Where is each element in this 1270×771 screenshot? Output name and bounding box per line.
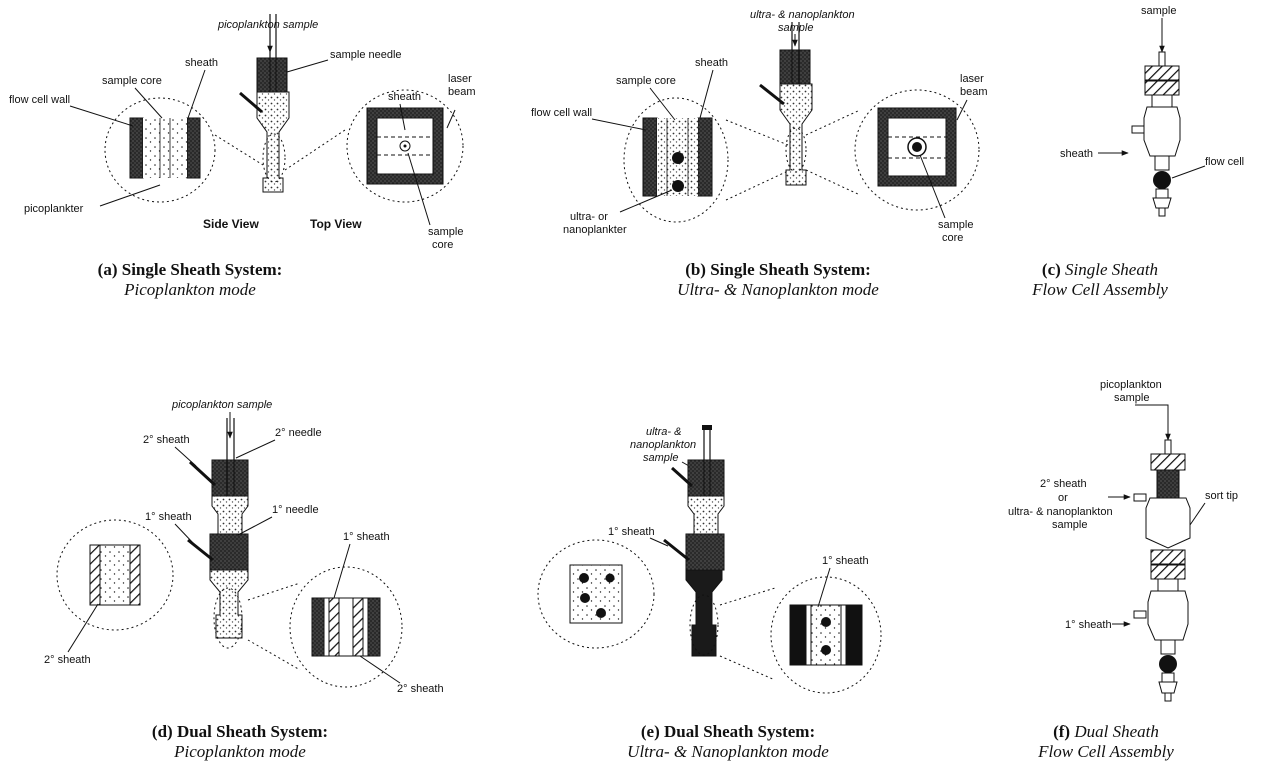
panel-c: sample sheath flow cell bbox=[1060, 5, 1244, 216]
panel-a: picoplankton sample sample needle sheath… bbox=[9, 14, 476, 251]
top-view-flow-cell-b bbox=[855, 90, 979, 210]
caption-e-subtitle: Ultra- & Nanoplankton mode bbox=[548, 742, 908, 762]
label-a-needle: sample needle bbox=[330, 49, 402, 61]
label-b-ultra-2: nanoplankter bbox=[563, 224, 627, 236]
label-a-beam: beam bbox=[448, 86, 476, 98]
caption-d-letter: (d) bbox=[152, 722, 173, 741]
caption-b: (b) Single Sheath System: Ultra- & Nanop… bbox=[598, 260, 958, 300]
label-d-sheath1: 1° sheath bbox=[145, 511, 192, 523]
label-e-sheath1-right: 1° sheath bbox=[822, 555, 869, 567]
caption-f-title: Dual Sheath bbox=[1074, 722, 1159, 741]
label-e-sample-1: ultra- & bbox=[646, 426, 681, 438]
caption-a-letter: (a) bbox=[98, 260, 118, 279]
label-b-sample-1: ultra- & nanoplankton bbox=[750, 9, 855, 21]
caption-a: (a) Single Sheath System: Picoplankton m… bbox=[10, 260, 370, 300]
label-f-sample-2: sample bbox=[1114, 392, 1149, 404]
label-d-needle2: 2° needle bbox=[275, 427, 322, 439]
label-d-sheath1-right: 1° sheath bbox=[343, 531, 390, 543]
label-b-laser: laser bbox=[960, 73, 984, 85]
label-a-side-view: Side View bbox=[203, 217, 259, 231]
label-d-sample: picoplankton sample bbox=[171, 399, 272, 411]
caption-f-letter: (f) bbox=[1053, 722, 1070, 741]
label-e-sheath1: 1° sheath bbox=[608, 526, 655, 538]
caption-c-letter: (c) bbox=[1042, 260, 1061, 279]
caption-a-subtitle: Picoplankton mode bbox=[10, 280, 370, 300]
label-a-picoplankter: picoplankter bbox=[24, 203, 84, 215]
caption-f-subtitle: Flow Cell Assembly bbox=[926, 742, 1270, 762]
label-b-core-2: core bbox=[942, 232, 963, 244]
label-a-sample-core: sample core bbox=[102, 75, 162, 87]
label-c-sheath: sheath bbox=[1060, 148, 1093, 160]
caption-e-letter: (e) bbox=[641, 722, 660, 741]
label-b-flow-cell-wall: flow cell wall bbox=[531, 107, 592, 119]
label-b-sample-2: sample bbox=[778, 22, 813, 34]
label-e-sample-3: sample bbox=[643, 452, 678, 464]
caption-c-subtitle: Flow Cell Assembly bbox=[920, 280, 1270, 300]
label-f-mid-4: sample bbox=[1052, 519, 1087, 531]
caption-c: (c) Single Sheath Flow Cell Assembly bbox=[920, 260, 1270, 300]
nozzle-assembly-a bbox=[240, 14, 289, 192]
label-f-sheath1: 1° sheath bbox=[1065, 619, 1112, 631]
label-b-beam: beam bbox=[960, 86, 988, 98]
top-view-flow-cell bbox=[347, 90, 463, 202]
caption-e-title: Dual Sheath System: bbox=[664, 722, 815, 741]
label-a-laser: laser bbox=[448, 73, 472, 85]
panel-b: ultra- & nanoplankton sample sheath samp… bbox=[531, 9, 988, 244]
caption-d: (d) Dual Sheath System: Picoplankton mod… bbox=[60, 722, 420, 762]
label-f-sort-tip: sort tip bbox=[1205, 490, 1238, 502]
label-a-sheath-top: sheath bbox=[388, 91, 421, 103]
label-a-sheath: sheath bbox=[185, 57, 218, 69]
label-d-sheath2-left: 2° sheath bbox=[44, 654, 91, 666]
label-c-sample: sample bbox=[1141, 5, 1176, 17]
side-view-flow-cell bbox=[105, 98, 215, 202]
caption-b-letter: (b) bbox=[685, 260, 706, 279]
panel-e: ultra- & nanoplankton sample 1° sheath bbox=[538, 425, 881, 693]
caption-d-title: Dual Sheath System: bbox=[177, 722, 328, 741]
label-b-ultra-1: ultra- or bbox=[570, 211, 608, 223]
label-d-sheath2-right: 2° sheath bbox=[397, 683, 444, 695]
label-f-mid-3: ultra- & nanoplankton bbox=[1008, 506, 1113, 518]
label-e-sample-2: nanoplankton bbox=[630, 439, 696, 451]
caption-c-title: Single Sheath bbox=[1065, 260, 1158, 279]
label-f-mid-2: or bbox=[1058, 492, 1068, 504]
caption-a-title: Single Sheath System: bbox=[122, 260, 283, 279]
caption-b-subtitle: Ultra- & Nanoplankton mode bbox=[598, 280, 958, 300]
panel-d: picoplankton sample 2° sheath 2° needle … bbox=[44, 399, 444, 695]
label-a-top-view: Top View bbox=[310, 217, 362, 231]
panel-f: picoplankton sample 2° sheath or ultra- … bbox=[1008, 379, 1238, 701]
label-f-sample-1: picoplankton bbox=[1100, 379, 1162, 391]
caption-f: (f) Dual Sheath Flow Cell Assembly bbox=[926, 722, 1270, 762]
label-b-core-1: sample bbox=[938, 219, 973, 231]
label-b-sample-core: sample core bbox=[616, 75, 676, 87]
label-a-sample-core-right: sample bbox=[428, 226, 463, 238]
caption-d-subtitle: Picoplankton mode bbox=[60, 742, 420, 762]
label-a-flow-cell-wall: flow cell wall bbox=[9, 94, 70, 106]
label-c-flow-cell: flow cell bbox=[1205, 156, 1244, 168]
caption-e: (e) Dual Sheath System: Ultra- & Nanopla… bbox=[548, 722, 908, 762]
label-d-needle1: 1° needle bbox=[272, 504, 319, 516]
label-b-sheath: sheath bbox=[695, 57, 728, 69]
nozzle-assembly-b bbox=[760, 22, 812, 185]
label-a-sample: picoplankton sample bbox=[217, 19, 318, 31]
label-a-core-right: core bbox=[432, 239, 453, 251]
label-f-mid-1: 2° sheath bbox=[1040, 478, 1087, 490]
caption-b-title: Single Sheath System: bbox=[710, 260, 871, 279]
label-d-sheath2: 2° sheath bbox=[143, 434, 190, 446]
